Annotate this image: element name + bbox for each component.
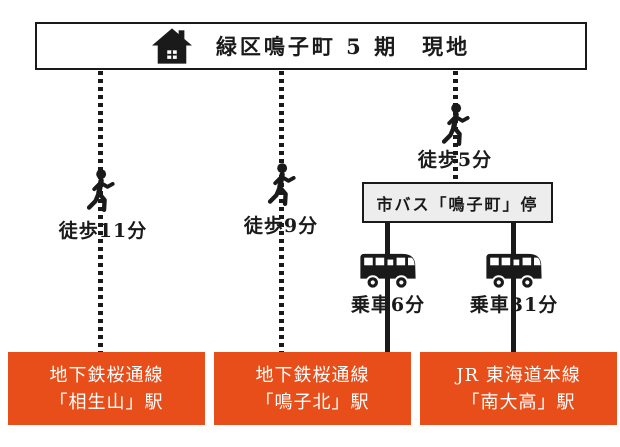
ride-time-label: 乗車31分	[469, 294, 559, 316]
walking-person-icon	[85, 169, 115, 215]
station-line-label: JR 東海道本線	[456, 364, 581, 386]
walk-route-line-narukokita	[279, 71, 284, 352]
station-box-narukokita: 地下鉄桜通線 「鳴子北」駅	[214, 352, 411, 425]
bus-route-line-2	[511, 222, 516, 352]
site-label: 緑区鳴子町 5 期 現地	[215, 34, 471, 59]
station-box-minamiodaka: JR 東海道本線 「南大高」駅	[420, 352, 617, 425]
site-box: 緑区鳴子町 5 期 現地	[35, 22, 587, 70]
bus-icon	[483, 251, 545, 291]
walk-time-label: 徒歩5分	[417, 149, 493, 171]
bus-stop-box: 市バス「鳴子町」停	[362, 182, 553, 223]
station-name-label: 「鳴子北」駅	[255, 391, 370, 413]
walking-person-icon	[440, 103, 470, 149]
bus-icon	[357, 251, 419, 291]
station-line-label: 地下鉄桜通線	[49, 364, 164, 386]
station-line-label: 地下鉄桜通線	[255, 364, 370, 386]
bus-stop-label: 市バス「鳴子町」停	[376, 194, 539, 214]
bus-route-line-1	[385, 222, 390, 352]
station-name-label: 「相生山」駅	[49, 391, 164, 413]
walk-route-line-aioiyama	[98, 71, 103, 352]
walk-time-label: 徒歩11分	[58, 220, 148, 242]
walk-time-label: 徒歩9分	[243, 215, 319, 237]
station-box-aioiyama: 地下鉄桜通線 「相生山」駅	[8, 352, 205, 425]
walking-person-icon	[266, 163, 296, 209]
ride-time-label: 乗車6分	[350, 294, 426, 316]
house-icon	[151, 27, 192, 65]
station-name-label: 「南大高」駅	[461, 391, 576, 413]
